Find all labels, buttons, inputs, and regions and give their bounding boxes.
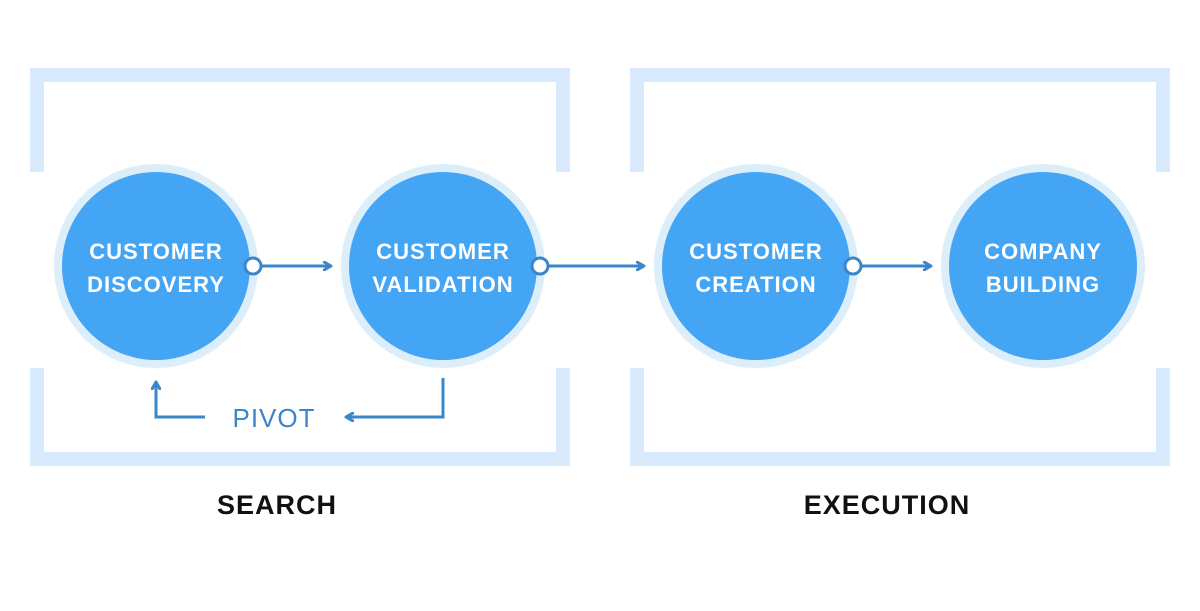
phase-label-search: SEARCH xyxy=(216,490,337,520)
arrow-creation-to-building xyxy=(843,256,931,276)
node-customer-validation-line2: VALIDATION xyxy=(372,272,513,297)
phase-label-execution: EXECUTION xyxy=(803,490,971,520)
execution-frame xyxy=(630,68,1170,466)
node-customer-validation-line1: CUSTOMER xyxy=(376,239,510,264)
arrow-discovery-to-validation xyxy=(243,256,331,276)
node-customer-discovery-line1: CUSTOMER xyxy=(89,239,223,264)
pivot-loop: PIVOT xyxy=(156,378,445,433)
pivot-arrow-return xyxy=(346,378,445,417)
node-customer-creation-line2: CREATION xyxy=(695,272,816,297)
node-customer-discovery-line2: DISCOVERY xyxy=(87,272,225,297)
search-frame xyxy=(30,68,570,466)
node-customer-creation: CUSTOMER CREATION xyxy=(654,164,858,368)
node-customer-creation-line1: CUSTOMER xyxy=(689,239,823,264)
node-customer-discovery: CUSTOMER DISCOVERY xyxy=(54,164,258,368)
node-company-building-line1: COMPANY xyxy=(984,239,1102,264)
node-customer-validation: CUSTOMER VALIDATION xyxy=(341,164,545,368)
node-company-building-line2: BUILDING xyxy=(986,272,1100,297)
node-company-building: COMPANY BUILDING xyxy=(941,164,1145,368)
pivot-label: PIVOT xyxy=(232,403,315,433)
pivot-arrow-up xyxy=(156,382,205,419)
arrow-validation-to-creation xyxy=(530,256,644,276)
